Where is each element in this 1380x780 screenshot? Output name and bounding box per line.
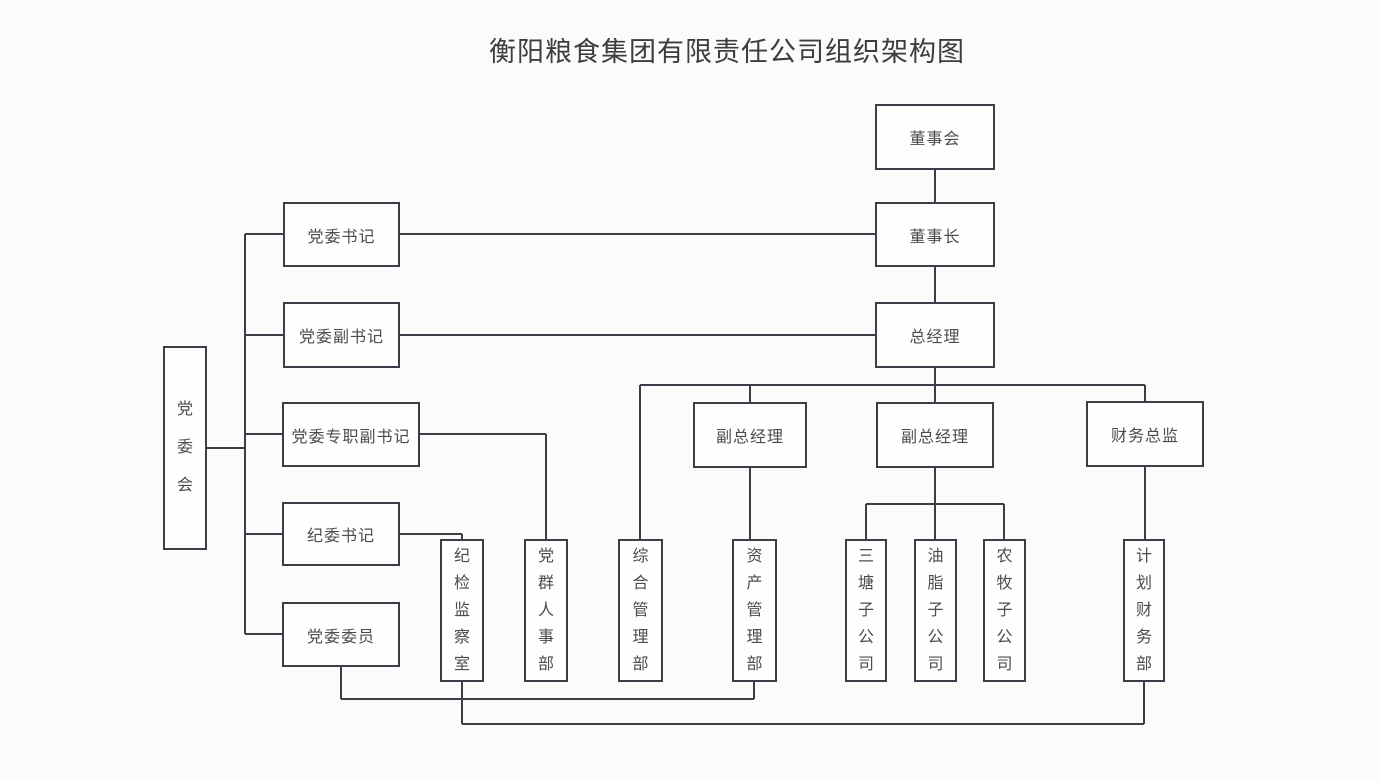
label-char: 事	[537, 628, 554, 646]
chart-title: 衡阳粮食集团有限责任公司组织架构图	[489, 37, 965, 67]
node-party-committee: 党委会	[163, 346, 207, 550]
node-label: 党委会	[177, 402, 193, 494]
label-char: 农	[996, 547, 1013, 565]
label-char: 资	[746, 547, 763, 565]
label-char: 司	[857, 655, 874, 673]
label-char: 部	[746, 655, 763, 673]
node-label: 综合管理部	[632, 547, 649, 673]
node-general-management-dept: 综合管理部	[618, 539, 663, 682]
label-char: 子	[927, 601, 944, 619]
node-label: 资产管理部	[746, 547, 763, 673]
label-char: 公	[996, 628, 1013, 646]
node-label: 副总经理	[900, 429, 969, 446]
label-char: 理	[632, 628, 649, 646]
label-char: 委	[176, 439, 193, 456]
label-char: 管	[746, 601, 763, 619]
label-char: 财	[1135, 601, 1152, 619]
node-label: 党委副书记	[298, 329, 384, 346]
label-char: 理	[746, 628, 763, 646]
label-char: 子	[857, 601, 874, 619]
label-char: 塘	[857, 574, 874, 592]
label-char: 纪	[453, 547, 470, 565]
node-planning-finance-dept: 计划财务部	[1123, 539, 1165, 682]
node-deputy-general-manager-1: 副总经理	[693, 402, 807, 468]
label-char: 三	[857, 547, 874, 565]
label-char: 司	[927, 655, 944, 673]
node-party-committee-member: 党委委员	[282, 602, 400, 667]
node-chairman: 董事长	[875, 202, 995, 267]
label-char: 部	[1135, 655, 1152, 673]
node-fulltime-deputy-party-secretary: 党委专职副书记	[282, 402, 420, 467]
node-label: 董事长	[909, 228, 961, 246]
node-agri-husbandry-subsidiary: 农牧子公司	[983, 539, 1026, 682]
label-char: 察	[453, 628, 470, 646]
label-char: 合	[632, 574, 649, 592]
node-party-masses-hr-dept: 党群人事部	[524, 539, 568, 682]
node-label: 总经理	[909, 329, 961, 346]
label-char: 室	[453, 655, 470, 673]
label-char: 子	[996, 601, 1013, 619]
node-asset-management-dept: 资产管理部	[732, 539, 777, 682]
node-label: 党委书记	[307, 228, 376, 246]
label-char: 党	[176, 401, 193, 418]
node-label: 纪委书记	[306, 528, 375, 545]
node-santang-subsidiary: 三塘子公司	[845, 539, 887, 682]
label-char: 人	[537, 601, 554, 619]
label-char: 司	[996, 655, 1013, 673]
node-label: 三塘子公司	[857, 547, 874, 673]
label-char: 牧	[996, 574, 1013, 592]
label-char: 务	[1135, 628, 1152, 646]
label-char: 产	[746, 574, 763, 592]
label-char: 划	[1135, 574, 1152, 592]
label-char: 检	[453, 574, 470, 592]
node-party-secretary: 党委书记	[283, 202, 400, 267]
node-label: 纪检监察室	[453, 547, 470, 673]
label-char: 监	[453, 601, 470, 619]
label-char: 部	[537, 655, 554, 673]
node-discipline-committee-secretary: 纪委书记	[282, 502, 400, 566]
label-char: 计	[1135, 547, 1152, 565]
node-label: 副总经理	[715, 429, 784, 446]
node-label: 油脂子公司	[927, 547, 944, 673]
label-char: 公	[927, 628, 944, 646]
label-char: 部	[632, 655, 649, 673]
label-char: 油	[927, 547, 944, 565]
label-char: 综	[632, 547, 649, 565]
node-label: 党委专职副书记	[291, 428, 411, 446]
label-char: 党	[537, 547, 554, 565]
label-char: 管	[632, 601, 649, 619]
node-label: 计划财务部	[1135, 547, 1152, 673]
node-board-of-directors: 董事会	[875, 104, 995, 170]
node-label: 党委委员	[306, 628, 375, 646]
node-discipline-inspection-office: 纪检监察室	[440, 539, 484, 682]
label-char: 公	[857, 628, 874, 646]
node-label: 财务总监	[1110, 428, 1179, 445]
node-deputy-general-manager-2: 副总经理	[876, 402, 994, 468]
node-label: 董事会	[909, 131, 961, 148]
label-char: 群	[537, 574, 554, 592]
node-general-manager: 总经理	[875, 302, 995, 368]
label-char: 会	[176, 477, 193, 494]
node-label: 党群人事部	[537, 547, 554, 673]
node-deputy-party-secretary: 党委副书记	[283, 302, 400, 368]
node-oil-fats-subsidiary: 油脂子公司	[914, 539, 957, 682]
label-char: 脂	[927, 574, 944, 592]
node-finance-director: 财务总监	[1086, 401, 1204, 467]
node-label: 农牧子公司	[996, 547, 1013, 673]
